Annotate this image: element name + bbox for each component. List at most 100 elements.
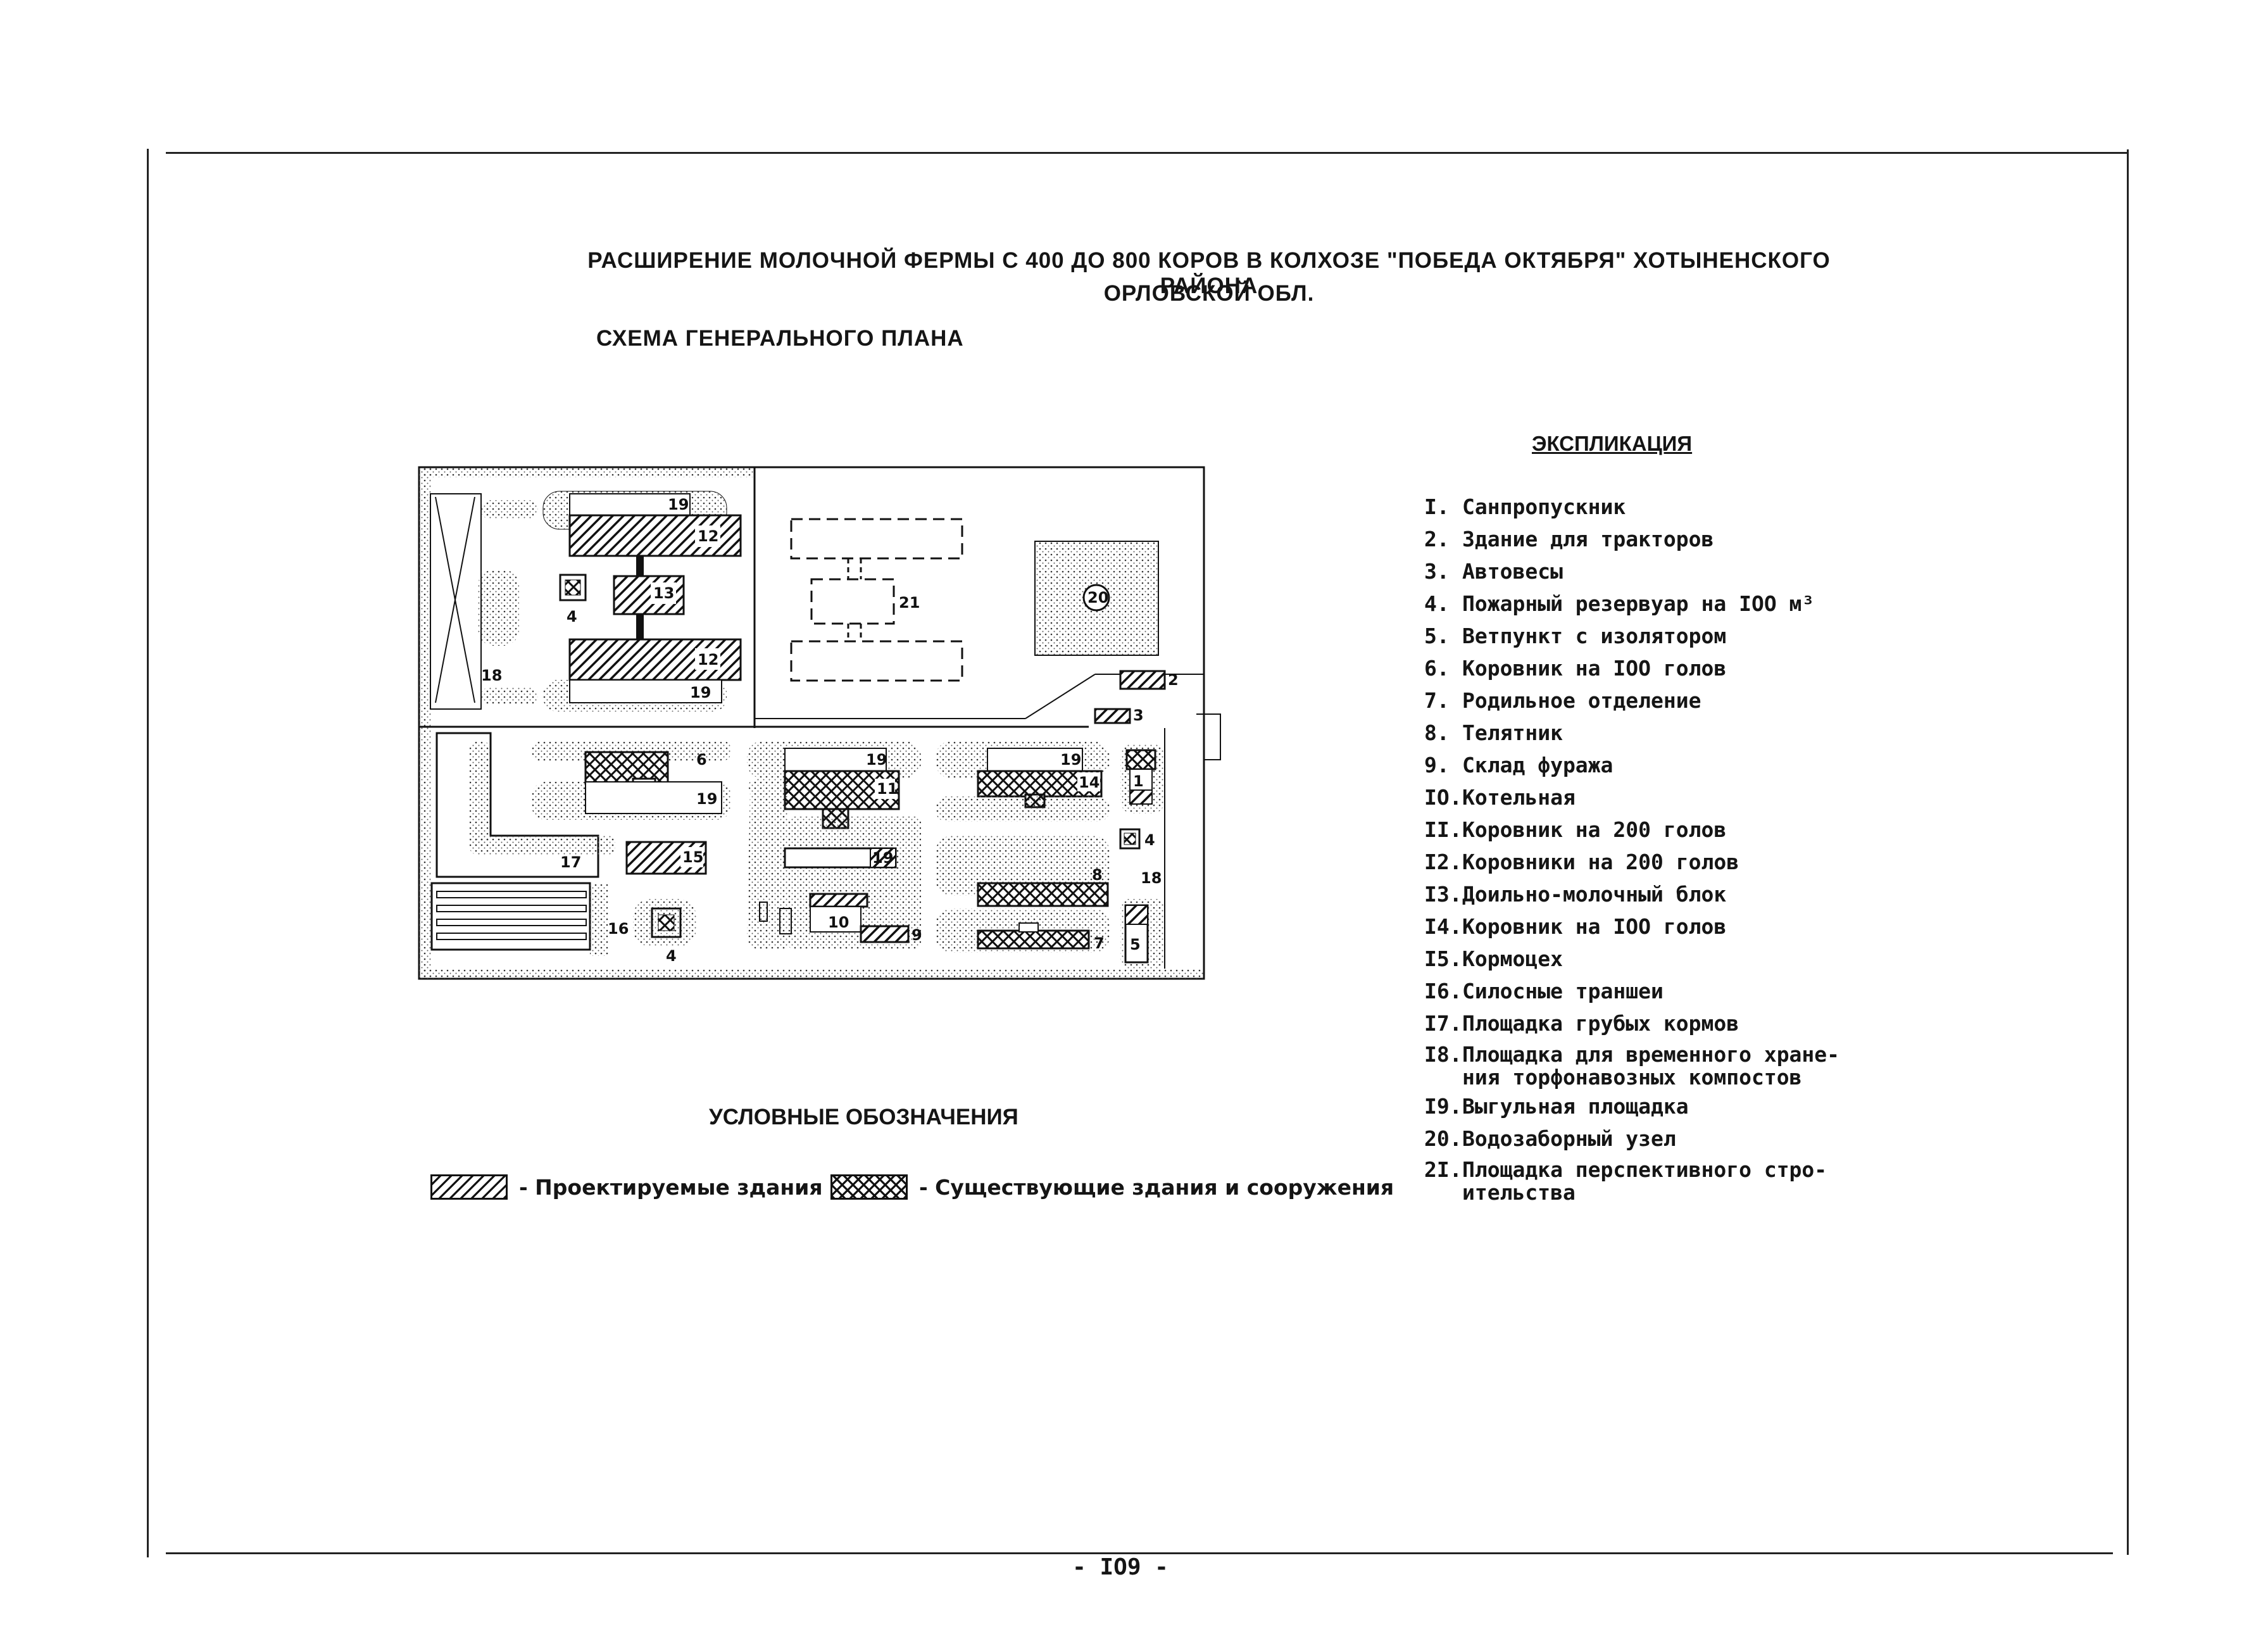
plan-label-4: 4: [666, 947, 677, 965]
plan-label-9: 9: [912, 926, 922, 944]
explication-item: 7.Родильное отделение: [1424, 688, 1701, 713]
explication-item: I3.Доильно-молочный блок: [1424, 882, 1727, 907]
legend-designed-label: - Проектируемые здания: [519, 1174, 823, 1200]
building-8-calf-barn: [977, 882, 1109, 907]
building-7-maternity: [977, 929, 1090, 950]
building-2-tractor-shed: [1119, 670, 1166, 690]
silage-trench: [436, 933, 587, 940]
plan-label-16: 16: [608, 920, 629, 938]
plan-subtitle: СХЕМА ГЕНЕРАЛЬНОГО ПЛАНА: [596, 326, 964, 351]
plan-label-1: 1: [1133, 772, 1144, 790]
fire-reservoir-4: [651, 907, 682, 938]
building-19-yard: [569, 679, 722, 703]
silage-trench: [436, 905, 587, 912]
plan-label-10: 10: [828, 914, 849, 931]
explication-item: 8.Телятник: [1424, 720, 1563, 745]
explication-item: I4.Коровник на IOO голов: [1424, 914, 1727, 939]
dotted-area: [478, 570, 519, 646]
silage-trench: [436, 919, 587, 926]
legend-heading: УСЛОВНЫЕ ОБОЗНАЧЕНИЯ: [709, 1105, 1018, 1129]
label-box: [875, 779, 895, 799]
perimeter-strip-bottom: [419, 969, 1204, 979]
document-title-line-2: ОРЛОВСКОЙ ОБЛ.: [1103, 281, 1315, 306]
plan-label-5: 5: [1130, 936, 1141, 953]
explication-item: I5.Кормоцех: [1424, 946, 1563, 971]
future-building: [810, 578, 895, 625]
building-1-sanitary: [1125, 749, 1156, 770]
plan-label-8: 8: [1092, 866, 1103, 884]
building-9-hatched-end: [870, 848, 896, 868]
explication-item: 6.Коровник на IOO голов: [1424, 656, 1727, 681]
plan-label-18: 18: [481, 667, 502, 684]
fire-reservoir-4-inner: [565, 579, 581, 596]
frame-left-border: [147, 149, 149, 1557]
fire-reservoir-4: [1119, 828, 1141, 850]
fire-reservoir-4-inner: [1124, 833, 1136, 845]
building-10-boiler: [809, 893, 868, 908]
building-19-yard: [585, 781, 722, 814]
dotted-area: [747, 779, 788, 950]
explication-item: II.Коровник на 200 голов: [1424, 817, 1727, 842]
exercise-yard: [481, 687, 538, 705]
future-building: [790, 640, 963, 682]
plan-label-2: 2: [1168, 671, 1179, 689]
plan-label-6: 6: [696, 751, 707, 769]
plan-label-4: 4: [567, 608, 577, 625]
explication-item: 5.Ветпункт с изолятором: [1424, 624, 1727, 648]
plan-label-19: 19: [690, 684, 711, 701]
explication-item: I6.Силосные траншеи: [1424, 979, 1663, 1003]
perimeter-strip-top: [419, 467, 755, 477]
building-5-hatched: [1125, 905, 1148, 925]
frame-bottom-border: [166, 1552, 2113, 1554]
explication-list: I.Санпропускник 2.Здание для тракторов 3…: [1424, 491, 1905, 1205]
building-11-cowshed: [784, 770, 900, 810]
site-plan-drawing: 18 19 12 13 4 12 19 21 20 2 3 17 16: [418, 466, 1221, 980]
perimeter-strip-left: [419, 467, 430, 979]
internal-road-line: [1025, 674, 1096, 719]
explication-item: I7.Площадка грубых кормов: [1424, 1011, 1739, 1036]
legend-designed-row: - Проектируемые здания: [430, 1171, 823, 1203]
explication-item: 3.Автовесы: [1424, 559, 1563, 584]
label-box: [695, 648, 720, 670]
plan-label-18: 18: [1141, 869, 1162, 887]
hatched-swatch: [430, 1174, 508, 1200]
explication-item: I9.Выгульная площадка: [1424, 1094, 1689, 1119]
plan-label-14: 14: [1079, 774, 1100, 791]
building-7-annex: [1018, 922, 1039, 933]
plan-label-11: 11: [877, 780, 898, 798]
legend-existing-label: - Существующие здания и сооружения: [919, 1174, 1394, 1200]
plan-label-21: 21: [899, 594, 920, 612]
explication-item: I.Санпропускник: [1424, 494, 1626, 519]
label-box: [695, 525, 720, 547]
explication-item: I8.Площадка для временного хране- ния то…: [1424, 1042, 1840, 1090]
frame-top-border: [166, 152, 2128, 154]
exercise-yard: [936, 796, 1110, 822]
plan-label-7: 7: [1094, 934, 1105, 952]
explication-item: IO.Котельная: [1424, 785, 1576, 810]
future-building: [790, 518, 963, 560]
label-box: [651, 582, 676, 604]
dotted-area: [590, 883, 609, 956]
label-box: [680, 847, 703, 867]
explication-item: 4.Пожарный резервуар на IOO м³: [1424, 591, 1815, 616]
fire-reservoir-4: [559, 574, 587, 601]
plan-label-15: 15: [682, 848, 703, 866]
entrance-outline: [1196, 713, 1221, 760]
explication-item: 20.Водозаборный узел: [1424, 1126, 1676, 1151]
fire-reservoir-4-inner: [658, 914, 675, 931]
plan-label-12: 12: [698, 651, 718, 669]
building-19-yard: [987, 748, 1083, 772]
explication-heading: ЭКСПЛИКАЦИЯ: [1532, 432, 1693, 455]
plan-label-19: 19: [696, 790, 717, 808]
frame-right-border: [2127, 149, 2129, 1555]
small-structure: [759, 902, 768, 922]
building-19-yard: [784, 748, 887, 772]
page-number: - IO9 -: [1072, 1554, 1168, 1580]
explication-item: 2.Здание для тракторов: [1424, 527, 1714, 551]
plan-label-19: 19: [668, 496, 689, 513]
silage-trench: [436, 891, 587, 898]
water-intake-well: [1082, 584, 1110, 612]
label-box: [1077, 772, 1100, 791]
crosshatched-swatch: [830, 1174, 908, 1200]
exercise-yard: [936, 836, 1110, 896]
